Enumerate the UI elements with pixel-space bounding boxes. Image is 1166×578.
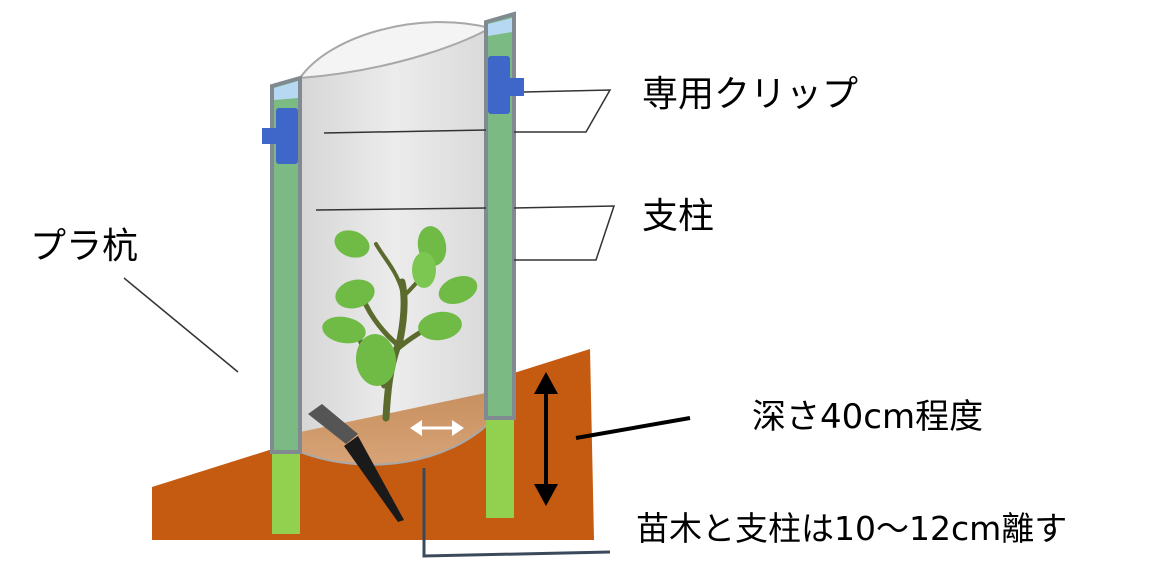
- distance-arrow: [410, 420, 464, 436]
- seedling: [322, 226, 478, 422]
- clip-label: 専用クリップ: [642, 74, 858, 115]
- leaf: [334, 230, 370, 258]
- leaf: [418, 311, 462, 341]
- leaf: [438, 275, 478, 305]
- left-support-post: [270, 75, 302, 534]
- clip-right: [488, 56, 524, 114]
- clip-left: [262, 108, 298, 164]
- depth-label: 深さ40cm程度: [752, 397, 983, 437]
- depth-arrow: [534, 372, 558, 506]
- distance-label: 苗木と支柱は10〜12cm離す: [636, 509, 1067, 548]
- leader-lines: [123, 89, 691, 558]
- stake-label: プラ杭: [30, 226, 138, 267]
- leaf: [335, 279, 375, 309]
- leaf: [322, 316, 366, 344]
- tree-shelter-tube: [297, 21, 493, 466]
- leaf: [412, 252, 436, 288]
- right-support-post: [484, 11, 516, 518]
- leaf: [355, 334, 397, 386]
- post-label: 支柱: [642, 196, 714, 237]
- plastic-stake: [308, 404, 404, 522]
